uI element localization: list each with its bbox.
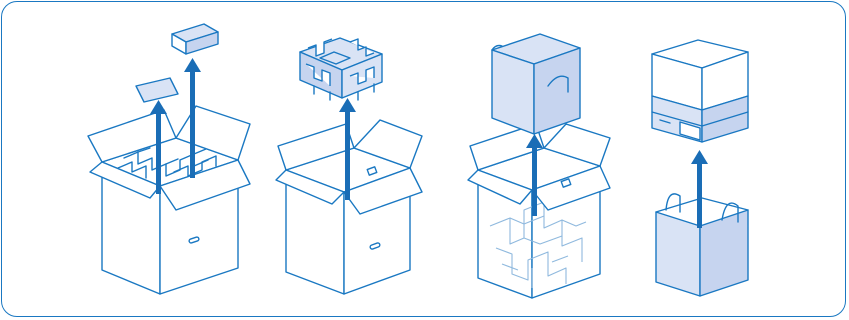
foam-insert-icon xyxy=(300,38,382,100)
box-back-right-flap xyxy=(176,106,250,160)
up-arrow-icon xyxy=(691,150,708,228)
step-2-illustration xyxy=(270,12,430,308)
accessory-box-icon xyxy=(172,24,218,54)
document-card-icon xyxy=(136,78,178,102)
step-4-illustration xyxy=(640,12,780,308)
step-3-panel xyxy=(462,12,622,308)
step-1-illustration xyxy=(78,12,268,308)
box-back-left-flap xyxy=(278,124,354,170)
bagged-printer-icon xyxy=(492,34,580,134)
printer-icon xyxy=(652,40,748,142)
box-back-right-flap xyxy=(544,124,610,166)
step-1-panel xyxy=(78,12,268,308)
box-back-right-flap xyxy=(354,120,422,168)
step-4-panel xyxy=(640,12,780,308)
step-3-illustration xyxy=(462,12,622,308)
step-2-panel xyxy=(270,12,430,308)
